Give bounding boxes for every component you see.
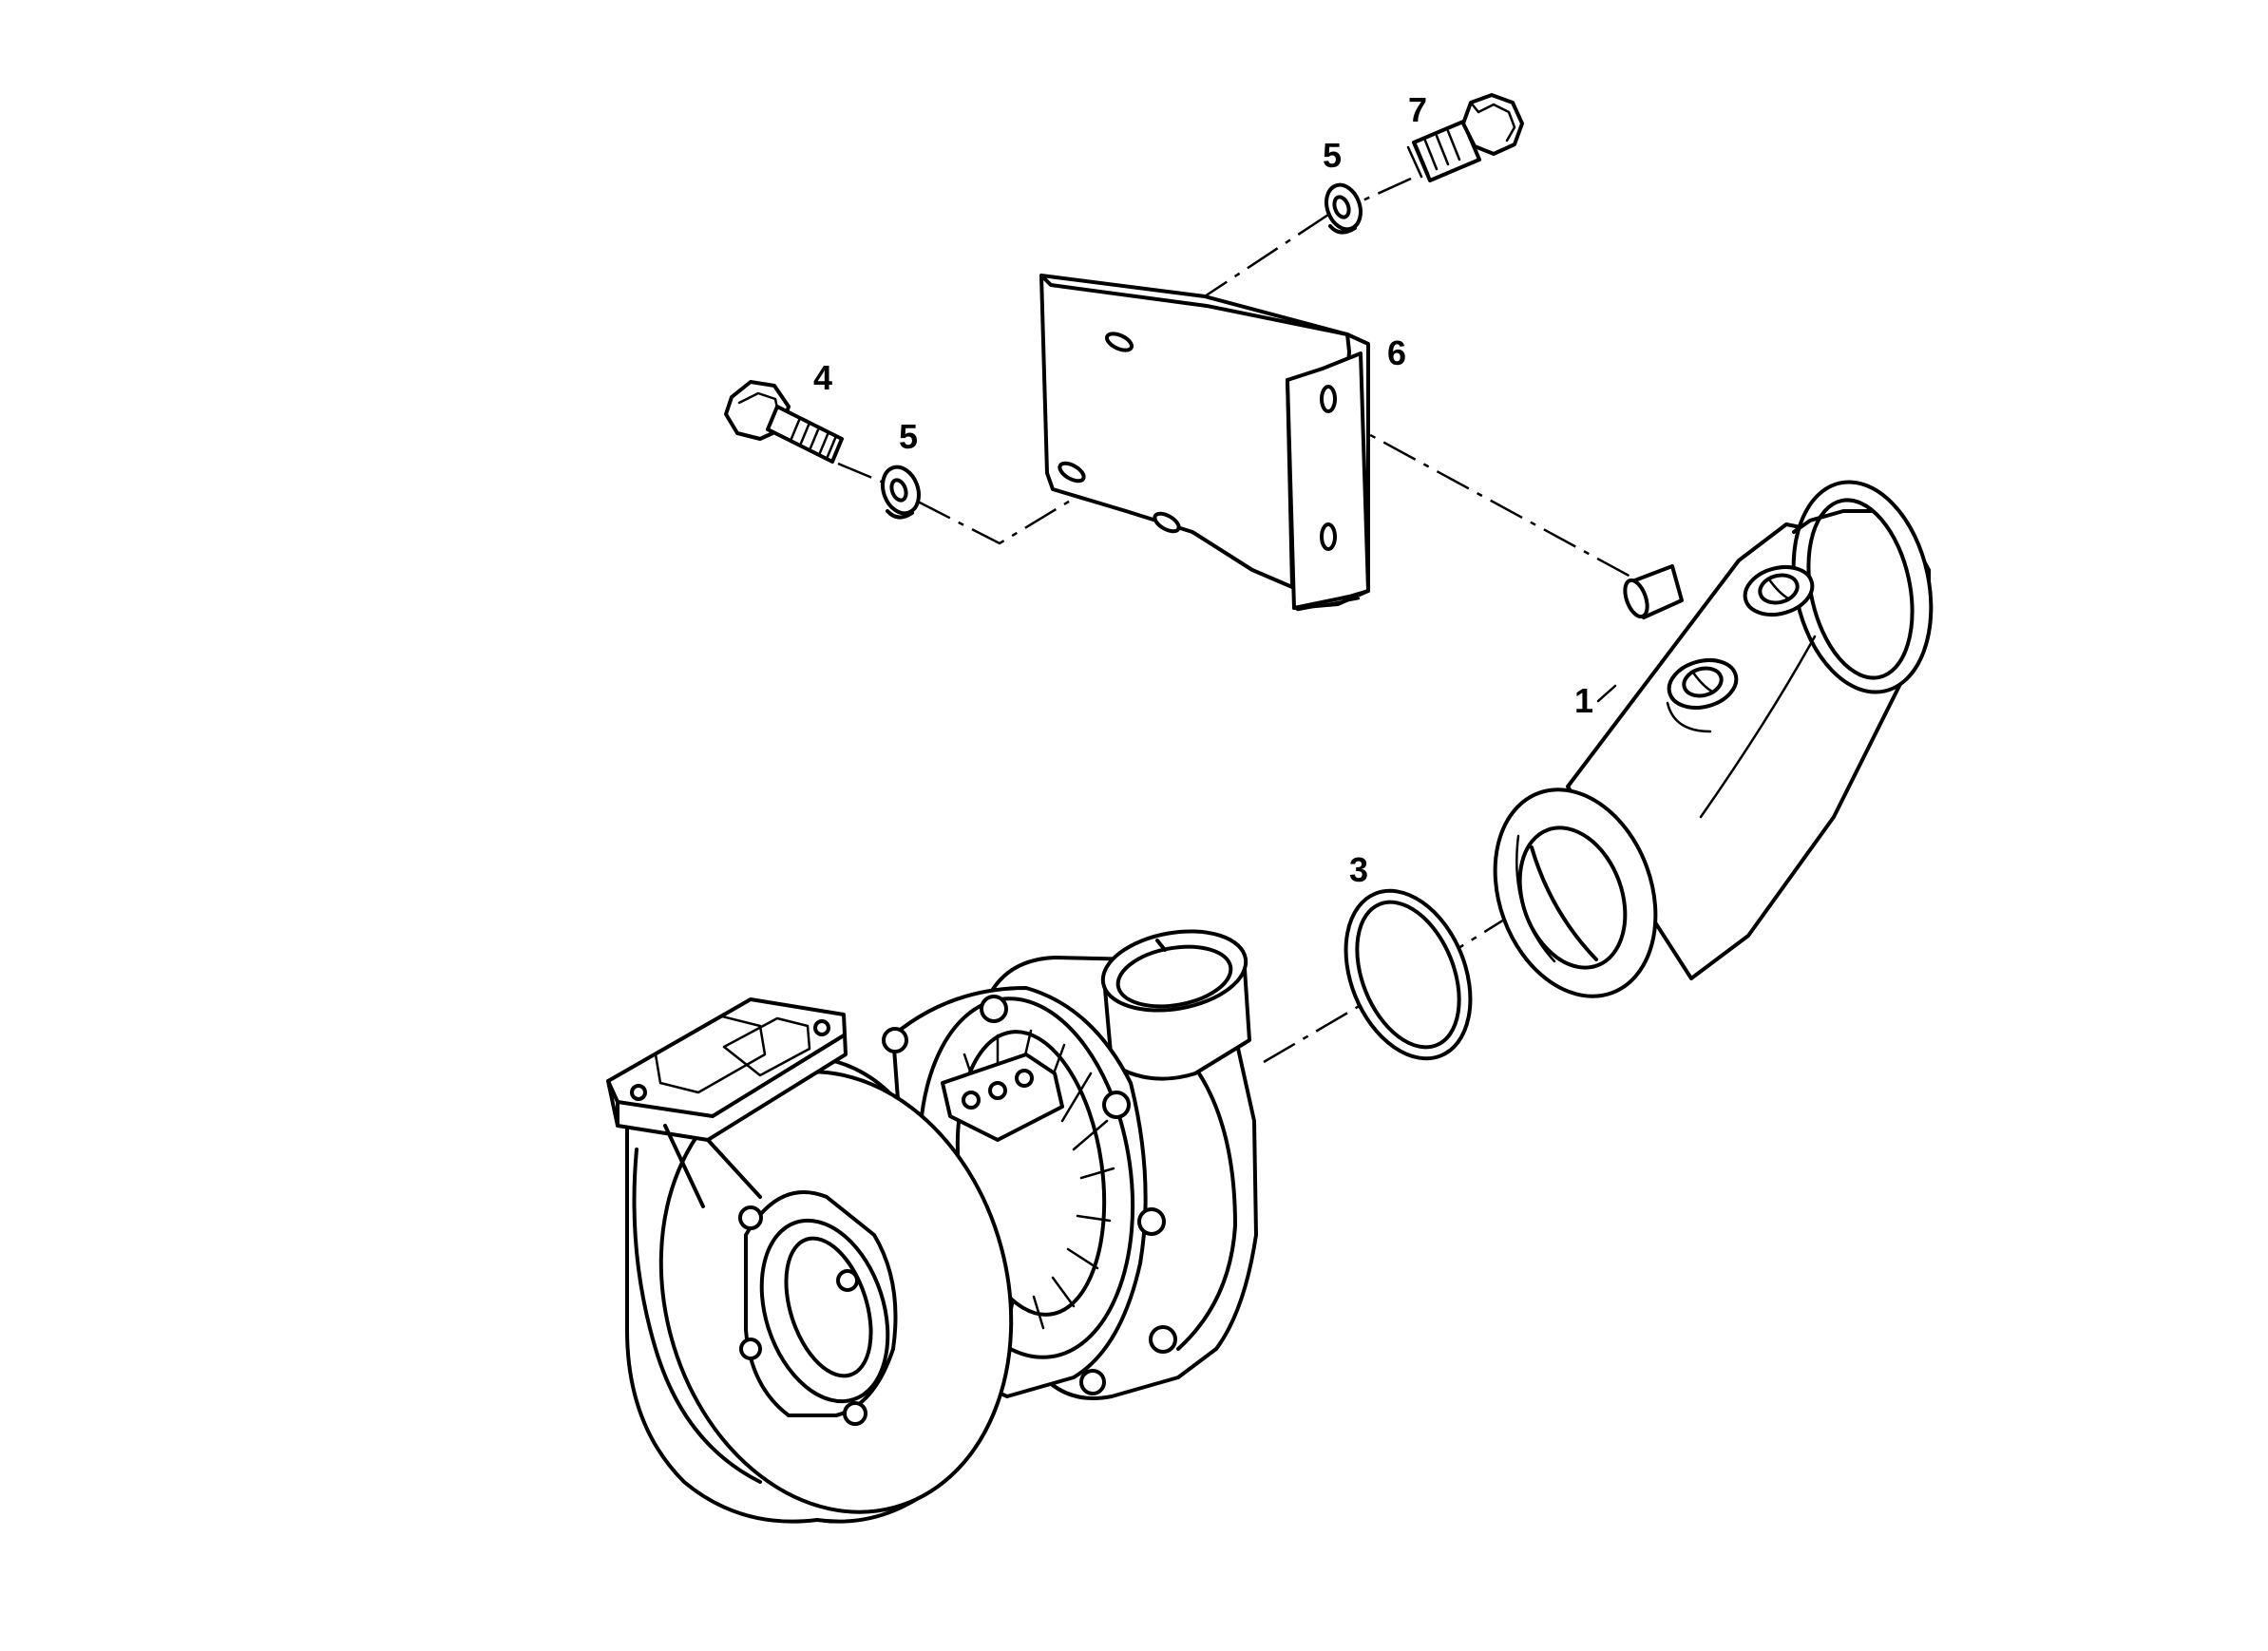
- label-part-7: 7: [1408, 90, 1427, 129]
- rim-nuts: [882, 995, 1177, 1395]
- exhaust-pipe-1: [1493, 480, 1934, 998]
- bolt-4: [724, 380, 844, 464]
- washer-5-upper: [1325, 182, 1363, 235]
- label-part-4: 4: [813, 358, 832, 397]
- washer-5-lower: [881, 465, 921, 520]
- bolt-7: [1406, 93, 1524, 182]
- bracket-6: [1039, 274, 1370, 612]
- part-labels: 7 5 6 4 5 1 3: [813, 90, 1593, 889]
- label-part-3: 3: [1349, 850, 1368, 889]
- label-part-6: 6: [1387, 333, 1406, 372]
- label-part-5-lower: 5: [899, 417, 918, 456]
- turbocharger-assembly: [606, 929, 1258, 1524]
- leader-line-part-1: [1596, 684, 1617, 703]
- seal-ring-3: [1344, 888, 1473, 1061]
- label-part-5-upper: 5: [1323, 136, 1342, 175]
- label-part-1: 1: [1574, 681, 1593, 720]
